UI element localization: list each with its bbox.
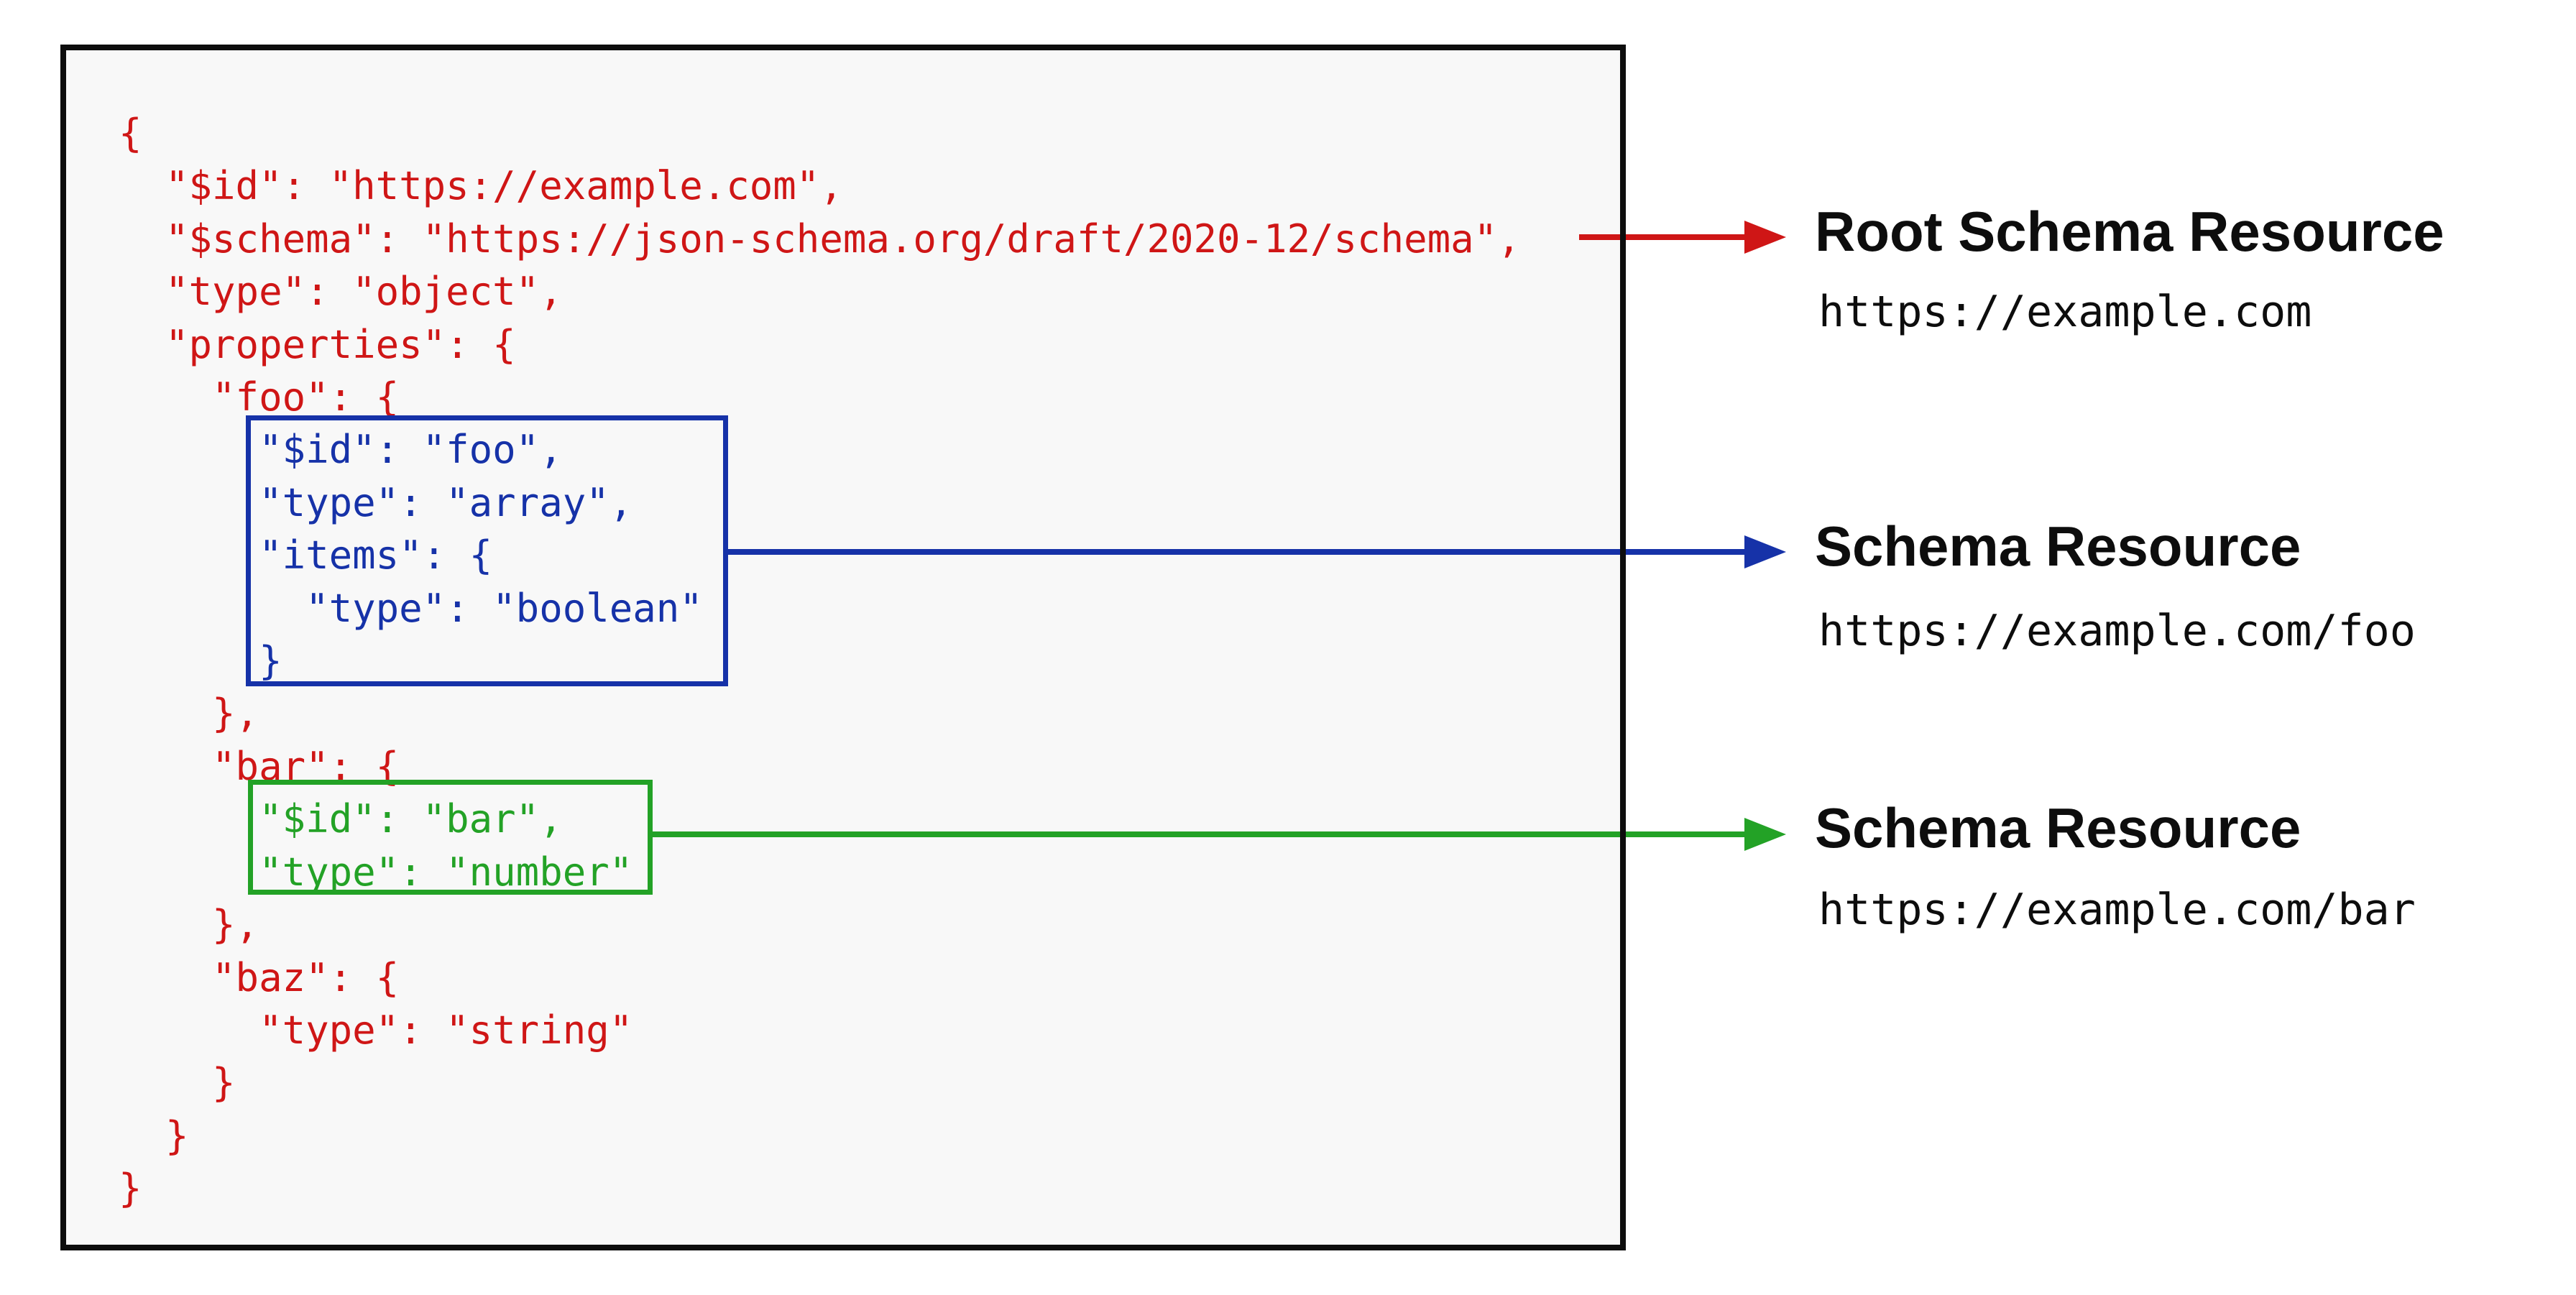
code-line: "baz": { bbox=[119, 954, 400, 1000]
code-line: } bbox=[119, 1112, 189, 1158]
code-line: "type": "number" bbox=[119, 849, 633, 895]
code-line: "$id": "https://example.com", bbox=[119, 163, 843, 209]
schema-code-panel bbox=[60, 45, 1626, 1250]
bar-schema-resource-title: Schema Resource bbox=[1815, 796, 2301, 860]
code-line: "$id": "foo", bbox=[119, 427, 563, 473]
code-line: }, bbox=[119, 902, 259, 948]
code-line: } bbox=[119, 1060, 236, 1106]
arrowhead-right-icon bbox=[1744, 221, 1786, 254]
foo-schema-resource-box bbox=[246, 415, 728, 686]
code-line: "items": { bbox=[119, 533, 493, 579]
foo-schema-arrow-shaft bbox=[724, 549, 1746, 555]
code-line: }, bbox=[119, 691, 259, 737]
arrowhead-right-icon bbox=[1744, 818, 1786, 851]
bar-schema-resource-box bbox=[248, 780, 653, 895]
foo-schema-resource-uri: https://example.com/foo bbox=[1818, 606, 2416, 656]
root-schema-arrow-shaft bbox=[1579, 234, 1746, 240]
code-line: "type": "string" bbox=[119, 1007, 633, 1053]
code-line: "type": "object", bbox=[119, 269, 563, 315]
code-line: "$schema": "https://json-schema.org/draf… bbox=[119, 216, 1521, 262]
bar-schema-arrow-shaft bbox=[649, 831, 1746, 837]
foo-schema-resource-title: Schema Resource bbox=[1815, 515, 2301, 578]
code-line: } bbox=[119, 638, 282, 684]
root-schema-resource-uri: https://example.com bbox=[1818, 287, 2312, 337]
root-schema-resource-title: Root Schema Resource bbox=[1815, 200, 2444, 263]
code-line: } bbox=[119, 1166, 142, 1212]
code-line: "foo": { bbox=[119, 374, 400, 420]
code-line: "type": "array", bbox=[119, 479, 633, 525]
arrowhead-right-icon bbox=[1744, 535, 1786, 568]
bar-schema-resource-uri: https://example.com/bar bbox=[1818, 885, 2416, 935]
schema-json-code: { "$id": "https://example.com", "$schema… bbox=[119, 107, 1521, 1215]
code-line: "type": "boolean" bbox=[119, 585, 703, 631]
code-line: "properties": { bbox=[119, 321, 516, 367]
code-line: "$id": "bar", bbox=[119, 796, 563, 842]
code-line: { bbox=[119, 111, 142, 156]
